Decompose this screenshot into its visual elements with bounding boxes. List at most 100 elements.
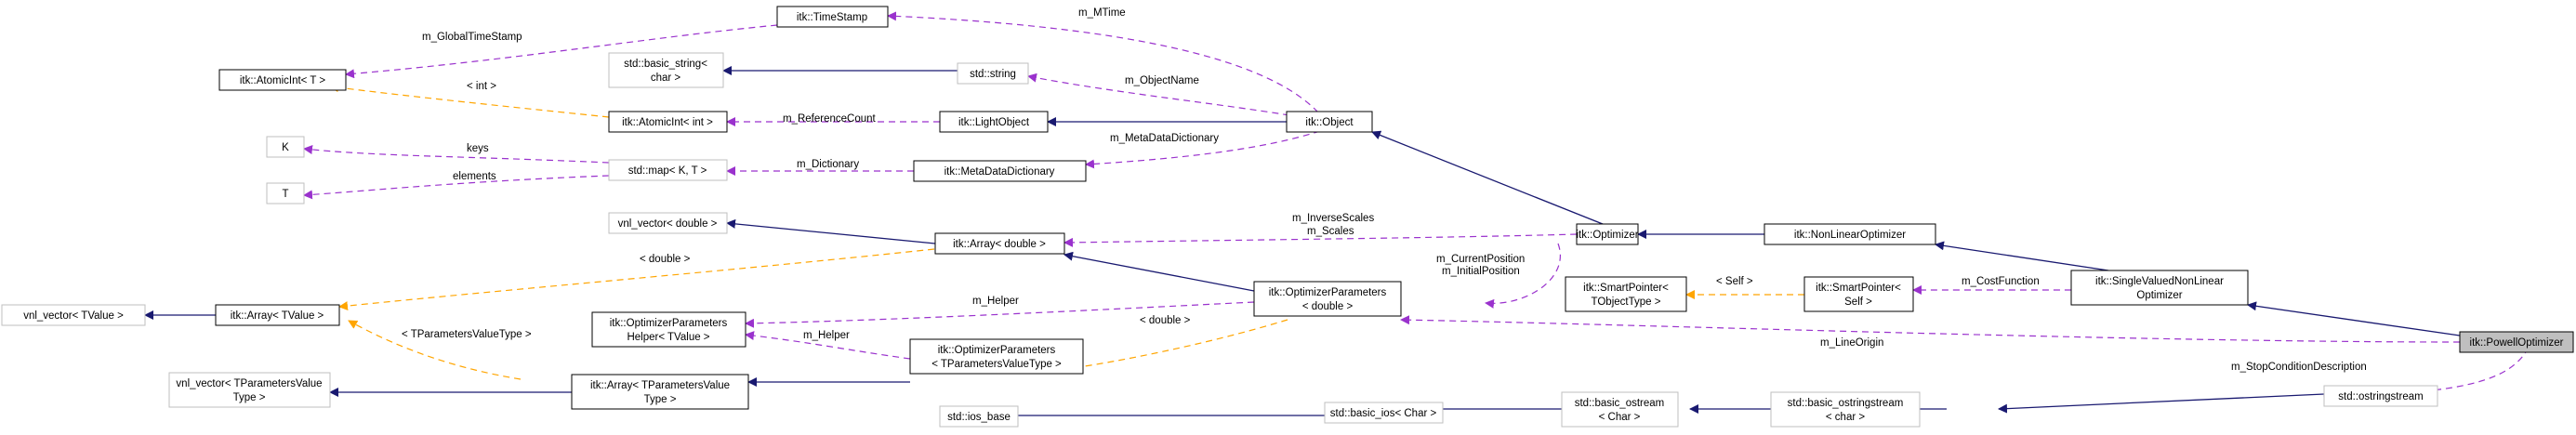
svg-text:std::ostringstream: std::ostringstream [2338, 391, 2423, 402]
label-inverse-scales: m_InverseScales [1292, 213, 1374, 224]
label-scales: m_Scales [1307, 226, 1354, 237]
label-double-optparams: < double > [1140, 315, 1191, 326]
node-itk-timestamp[interactable]: itk::TimeStamp [776, 6, 889, 28]
node-itk-smartpointer-tobjecttype[interactable]: itk::SmartPointer< TObjectType > [1565, 276, 1687, 312]
label-helper-double: m_Helper [972, 296, 1019, 307]
label-elements: elements [453, 171, 496, 182]
node-itk-nonlinearoptimizer[interactable]: itk::NonLinearOptimizer [1764, 223, 1936, 245]
node-itk-metadatadictionary[interactable]: itk::MetaDataDictionary [913, 160, 1087, 182]
usage-edge-mtime [887, 11, 1319, 113]
svg-text:< char >: < char > [1826, 412, 1865, 423]
node-itk-array-double[interactable]: itk::Array< double > [934, 232, 1065, 255]
svg-text:std::basic_ostream: std::basic_ostream [1575, 398, 1665, 409]
label-line-origin: m_LineOrigin [1820, 337, 1883, 349]
node-itk-atomicint-t[interactable]: itk::AtomicInt< T > [218, 69, 347, 91]
usage-edge-global-timestamp [345, 24, 778, 79]
label-metadata-dictionary: m_MetaDataDictionary [1110, 133, 1219, 144]
node-k[interactable]: K [266, 136, 305, 158]
node-std-basic-ostringstream[interactable]: std::basic_ostringstream < char > [1770, 391, 1921, 428]
svg-text:vnl_vector< TValue >: vnl_vector< TValue > [23, 310, 124, 322]
node-std-ostringstream[interactable]: std::ostringstream [2323, 385, 2438, 407]
svg-text:std::basic_ostringstream: std::basic_ostringstream [1788, 398, 1904, 409]
node-itk-array-tvalue[interactable]: itk::Array< TValue > [215, 304, 340, 326]
template-edge-array-tparams [348, 320, 522, 380]
label-self: < Self > [1716, 276, 1753, 287]
svg-text:itk::NonLinearOptimizer: itk::NonLinearOptimizer [1794, 230, 1906, 241]
inherit-edge-vnl-double-to-array-double [726, 218, 936, 244]
label-global-timestamp: m_GlobalTimeStamp [422, 32, 522, 43]
inherit-edge-nonlinearoptimizer-to-singlevalued [1935, 241, 2109, 271]
svg-text:std::basic_ios< Char >: std::basic_ios< Char > [1330, 408, 1437, 419]
svg-text:std::string: std::string [970, 69, 1016, 80]
node-vnl-vector-double[interactable]: vnl_vector< double > [608, 212, 728, 234]
svg-text:< double >: < double > [1302, 301, 1354, 312]
node-itk-smartpointer-self[interactable]: itk::SmartPointer< Self > [1803, 276, 1914, 312]
node-std-ios-base[interactable]: std::ios_base [939, 405, 1019, 428]
node-itk-object[interactable]: itk::Object [1286, 111, 1373, 133]
svg-text:itk::TimeStamp: itk::TimeStamp [797, 12, 867, 23]
node-itk-array-tparametersvaluetype[interactable]: itk::Array< TParametersValue Type > [571, 374, 749, 410]
svg-text:Type >: Type > [233, 392, 266, 403]
svg-text:K: K [282, 142, 289, 153]
svg-text:std::basic_string<: std::basic_string< [624, 59, 707, 70]
svg-text:Type >: Type > [644, 394, 677, 405]
node-itk-optimizerparameters-double[interactable]: itk::OptimizerParameters < double > [1253, 281, 1402, 317]
usage-edge-helper-tparams [745, 331, 911, 360]
node-std-map[interactable]: std::map< K, T > [608, 159, 728, 181]
svg-text:itk::SmartPointer<: itk::SmartPointer< [1816, 283, 1901, 294]
node-std-basic-ostream[interactable]: std::basic_ostream < Char > [1561, 391, 1679, 428]
node-vnl-vector-tparametersvaluetype[interactable]: vnl_vector< TParametersValue Type > [168, 372, 331, 408]
label-object-name: m_ObjectName [1125, 75, 1199, 86]
node-itk-lightobject[interactable]: itk::LightObject [939, 111, 1049, 133]
svg-text:itk::SmartPointer<: itk::SmartPointer< [1583, 283, 1669, 294]
label-helper-tparams: m_Helper [803, 330, 850, 341]
svg-text:itk::AtomicInt< int >: itk::AtomicInt< int > [622, 117, 713, 128]
svg-text:itk::PowellOptimizer: itk::PowellOptimizer [2470, 337, 2564, 349]
label-dictionary: m_Dictionary [797, 159, 859, 170]
usage-edge-inverse-scales-and-scales [1063, 233, 1578, 247]
svg-text:TObjectType >: TObjectType > [1592, 297, 1661, 308]
svg-text:itk::LightObject: itk::LightObject [958, 117, 1030, 128]
label-mtime: m_MTime [1078, 7, 1126, 19]
svg-text:itk::AtomicInt< T >: itk::AtomicInt< T > [240, 75, 326, 86]
usage-edge-current-and-initial-position [1485, 243, 1561, 309]
svg-text:T: T [282, 189, 288, 200]
label-int-atomic: < int > [467, 81, 496, 92]
node-std-string[interactable]: std::string [957, 62, 1029, 85]
svg-text:Helper< TValue >: Helper< TValue > [627, 332, 709, 343]
label-reference-count: m_ReferenceCount [783, 113, 877, 125]
node-t[interactable]: T [266, 182, 305, 204]
label-keys: keys [467, 143, 489, 154]
template-edge-atomicint [329, 83, 610, 118]
node-itk-atomicint-int[interactable]: itk::AtomicInt< int > [608, 111, 728, 133]
node-itk-optimizerparameters-helper[interactable]: itk::OptimizerParameters Helper< TValue … [591, 311, 746, 348]
node-vnl-vector-tvalue[interactable]: vnl_vector< TValue > [1, 304, 146, 326]
svg-text:std::ios_base: std::ios_base [947, 412, 1011, 423]
node-std-basic-string[interactable]: std::basic_string< char > [608, 52, 724, 88]
inherit-edge-array-double-to-optparams-double [1063, 251, 1255, 292]
svg-text:char >: char > [651, 72, 681, 84]
inherit-edge-singlevalued-to-powell [2247, 301, 2461, 336]
node-itk-singlevaluednonlinearoptimizer[interactable]: itk::SingleValuedNonLinear Optimizer [2070, 270, 2249, 306]
usage-edge-elements [303, 175, 610, 200]
svg-text:itk::Array< double >: itk::Array< double > [953, 239, 1046, 250]
svg-text:itk::OptimizerParameters: itk::OptimizerParameters [610, 318, 728, 329]
label-double-array: < double > [640, 254, 691, 265]
label-initial-position: m_InitialPosition [1442, 266, 1520, 277]
usage-edge-metadata-dictionary [1085, 130, 1321, 169]
svg-text:itk::MetaDataDictionary: itk::MetaDataDictionary [945, 166, 1055, 178]
svg-text:vnl_vector< double >: vnl_vector< double > [618, 218, 718, 230]
node-itk-powelloptimizer[interactable]: itk::PowellOptimizer [2459, 331, 2574, 353]
svg-text:< TParametersValueType >: < TParametersValueType > [931, 359, 1062, 370]
label-current-position: m_CurrentPosition [1436, 254, 1525, 265]
label-cost-function: m_CostFunction [1962, 276, 2040, 287]
svg-text:std::map< K, T >: std::map< K, T > [628, 165, 707, 177]
node-itk-optimizerparameters-tparametersvaluetype[interactable]: itk::OptimizerParameters < TParametersVa… [909, 338, 1084, 375]
label-stop-condition: m_StopConditionDescription [2231, 362, 2367, 373]
usage-edge-keys [303, 145, 610, 164]
node-itk-optimizer[interactable]: itk::Optimizer [1576, 223, 1639, 245]
node-std-basic-ios[interactable]: std::basic_ios< Char > [1324, 402, 1444, 424]
svg-text:vnl_vector< TParametersValue: vnl_vector< TParametersValue [176, 378, 322, 389]
template-edge-optparams-double [1059, 319, 1288, 374]
